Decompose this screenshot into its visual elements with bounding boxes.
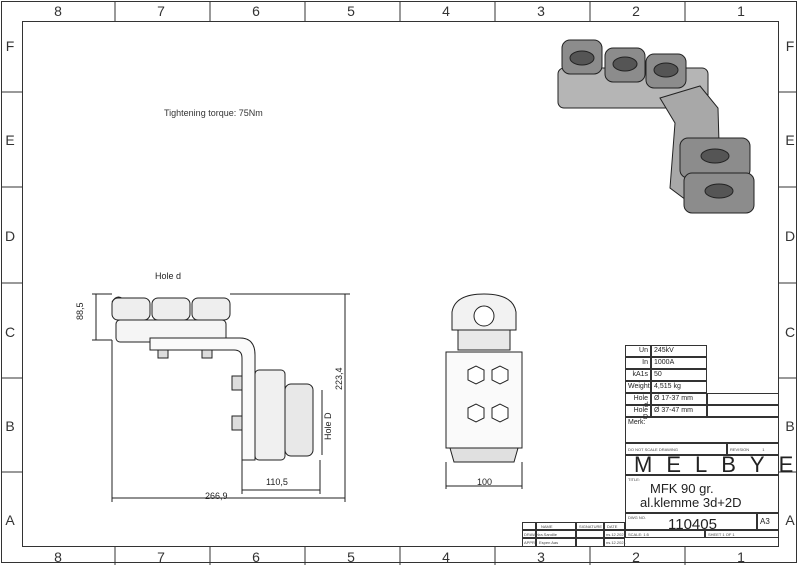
spec-label-un: Un (625, 345, 651, 357)
zone-row-B-right: B (785, 418, 795, 434)
spec-value-un: 245kV (651, 345, 707, 357)
zone-row-D-left: D (4, 228, 16, 244)
zone-col-1-bottom: 1 (737, 549, 745, 565)
zone-col-8-bottom: 8 (54, 549, 62, 565)
hole-D-label: Hole D (323, 412, 333, 440)
drawing-border-inner (22, 21, 779, 547)
title-line-1: MFK 90 gr. (650, 481, 714, 496)
zone-row-D-right: D (784, 228, 796, 244)
hole-d-label: Hole d (155, 271, 182, 281)
dim-height-223-4: 223,4 (334, 367, 344, 390)
revision-label: REVISION (730, 447, 750, 452)
zone-col-4-top: 4 (442, 3, 450, 19)
zone-row-A-right: A (785, 512, 795, 528)
spec-value-hole-D: Ø 37-47 mm (651, 405, 707, 417)
spec-value-weight: 4,515 kg (651, 381, 707, 393)
rev-header-date: DATE (604, 522, 625, 530)
rev-signature-appr (576, 538, 604, 547)
tb-dwg-no: DWG NO. 110405 (625, 513, 757, 533)
zone-row-E-left: E (5, 132, 15, 148)
rev-signature-drawn (576, 530, 604, 538)
isometric-view (557, 39, 755, 214)
company-logo: MELBYE (625, 454, 793, 476)
rev-role-appr: APPR (522, 538, 536, 547)
zone-row-B-left: B (5, 418, 15, 434)
rev-table-corner (522, 522, 536, 530)
tb-blank-2 (707, 405, 779, 417)
spec-label-in: In (625, 357, 651, 369)
zone-col-3-top: 3 (537, 3, 545, 19)
zone-col-6-bottom: 6 (252, 549, 260, 565)
spec-value-in: 1000A (651, 357, 707, 369)
rev-date-appr: ns.12.2021 (604, 538, 626, 547)
zone-col-8-top: 8 (54, 3, 62, 19)
zone-row-E-right: E (785, 132, 795, 148)
tb-revision: REVISION 1 (727, 443, 779, 455)
spec-label-hole-D: Hole D (625, 405, 651, 421)
rev-date-drawn: ns.12.2021 (604, 530, 626, 538)
rev-name-appr: Espen Aas (536, 538, 576, 547)
dim-height-88-5: 88,5 (75, 302, 85, 320)
revision-value: 1 (762, 447, 765, 452)
spec-value-hole-d: Ø 17-37 mm (651, 393, 707, 405)
side-view (92, 293, 350, 502)
zone-col-7-top: 7 (157, 3, 165, 19)
dim-width-110-5: 110,5 (266, 477, 288, 487)
zone-row-C-left: C (4, 324, 16, 340)
spec-label-hole-d: Hole d (625, 393, 651, 409)
zone-row-F-left: F (5, 38, 15, 54)
zone-col-2-bottom: 2 (632, 549, 640, 565)
dwg-no-label: DWG NO. (628, 515, 646, 520)
zone-col-1-top: 1 (737, 3, 745, 19)
zone-row-F-right: F (785, 38, 795, 54)
tightening-torque-note: Tightening torque: 75Nm (164, 108, 263, 118)
zone-col-3-bottom: 3 (537, 549, 545, 565)
zone-row-C-right: C (784, 324, 796, 340)
rev-header-signature: SIGNATURE (576, 522, 604, 530)
zone-col-7-bottom: 7 (157, 549, 165, 565)
merk-label: Merk: (628, 419, 646, 426)
spec-label-ka: kA1s (625, 369, 651, 381)
tb-do-not-scale: DO NOT SCALE DRAWING (625, 443, 727, 455)
zone-col-6-top: 6 (252, 3, 260, 19)
dwg-no-value: 110405 (668, 516, 717, 533)
sheet-label: SHEET 1 OF 1 (705, 530, 779, 538)
front-view (445, 293, 523, 489)
zone-row-A-left: A (5, 512, 15, 528)
zone-col-5-top: 5 (347, 3, 355, 19)
scale-label: SCALE: 1:5 (625, 530, 705, 538)
spec-label-weight: Weight (625, 381, 651, 393)
rev-role-drawn: DRAWN (522, 530, 539, 538)
dim-width-100: 100 (477, 477, 493, 487)
spec-value-ka: 50 (651, 369, 707, 381)
zone-col-4-bottom: 4 (442, 549, 450, 565)
sheet-size: A3 (757, 513, 779, 530)
rev-header-name: NAME (536, 522, 576, 530)
dim-width-266-9: 266,9 (205, 491, 228, 501)
tb-blank-1 (707, 393, 779, 405)
rev-name-drawn: ra.Sandlie (536, 530, 576, 538)
tb-merk: Merk: (625, 417, 779, 443)
title-label: TITLE: (628, 477, 641, 482)
zone-col-5-bottom: 5 (347, 549, 355, 565)
zone-col-2-top: 2 (632, 3, 640, 19)
title-line-2: al.klemme 3d+2D (640, 495, 742, 510)
tb-title: TITLE: MFK 90 gr. al.klemme 3d+2D (625, 475, 779, 513)
